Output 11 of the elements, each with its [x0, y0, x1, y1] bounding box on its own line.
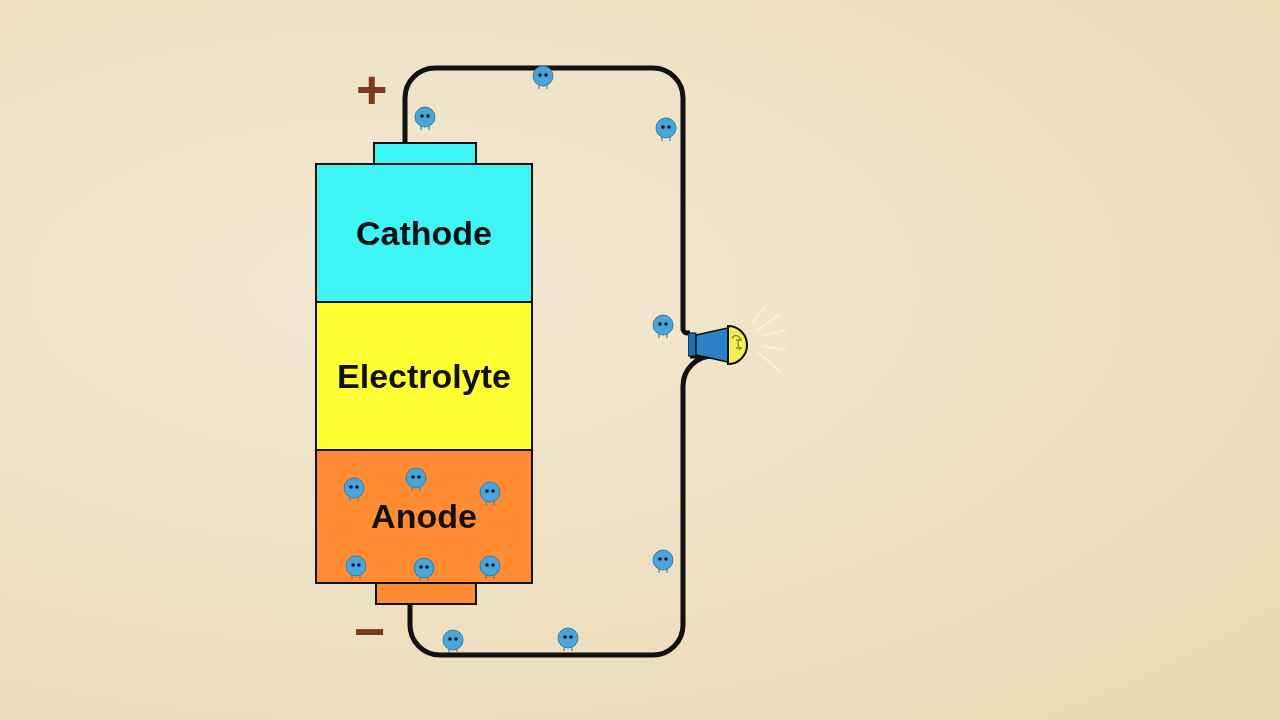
layer-label: Anode: [371, 497, 477, 536]
plus-sign: +: [356, 62, 388, 116]
negative-terminal: [375, 582, 477, 605]
minus-sign: −: [354, 604, 386, 658]
layer-label: Electrolyte: [337, 356, 511, 396]
positive-terminal: [373, 142, 477, 165]
electrolyte-layer: [315, 301, 533, 451]
anode-layer: [315, 449, 533, 584]
cathode-layer: [315, 163, 533, 303]
wire: [402, 65, 691, 336]
layer-label: Cathode: [356, 213, 492, 253]
